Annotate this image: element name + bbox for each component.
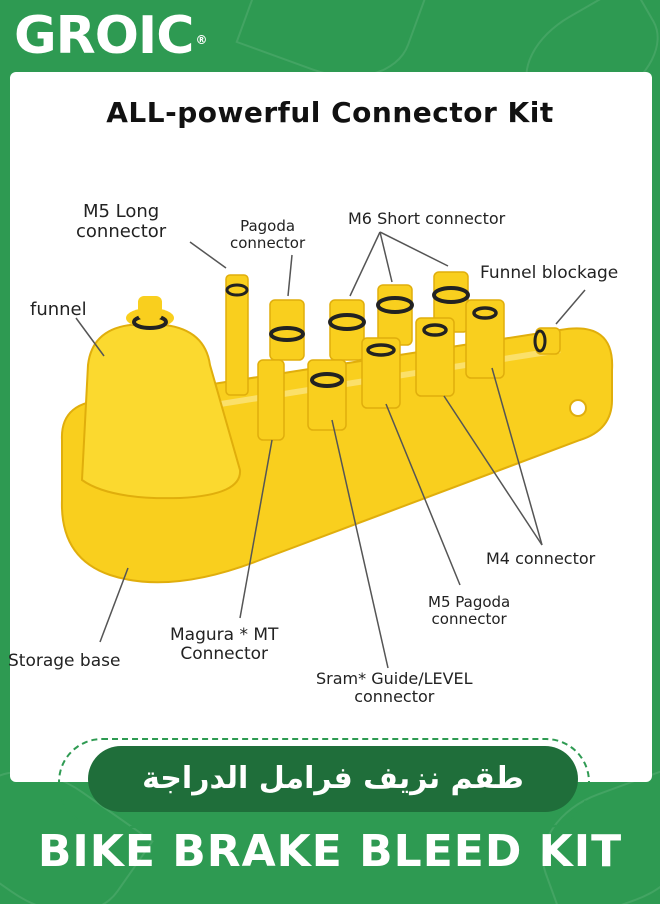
callout-lines — [75, 231, 586, 669]
banner-pill — [88, 746, 578, 812]
magura-connector — [257, 359, 285, 441]
m5-long-connector — [225, 274, 249, 396]
m4-connector — [465, 299, 505, 379]
banner-dashed-outline — [58, 738, 590, 828]
registered-mark: ® — [195, 33, 207, 47]
label-m4: M4 connector — [486, 549, 596, 568]
arabic-title: طقم نزيف فرامل الدراجة — [142, 761, 524, 796]
m6-short-connector — [377, 284, 413, 346]
footer-title: BIKE BRAKE BLEED KIT — [37, 826, 623, 877]
funnel-tip — [138, 296, 162, 320]
label-pagoda: Pagoda connector — [230, 217, 306, 252]
hanging-hole — [569, 399, 587, 417]
label-m6-short: M6 Short connector — [348, 209, 506, 228]
label-m5-long: M5 Long connector — [76, 201, 167, 242]
sram-connector — [307, 359, 347, 431]
brand-logo: GROIC® — [14, 6, 207, 66]
label-funnel: funnel — [30, 299, 87, 320]
brand-name: GROIC — [14, 6, 194, 66]
label-m5-pagoda: M5 Pagoda connector — [428, 593, 511, 628]
funnel-body — [80, 324, 242, 500]
panel-title: ALL-powerful Connector Kit — [106, 96, 554, 129]
m5-pagoda-connector — [361, 337, 401, 409]
label-funnel-blockage: Funnel blockage — [480, 263, 619, 283]
label-storage-base: Storage base — [8, 651, 121, 671]
m4-connector — [415, 317, 455, 397]
label-sram: Sram* Guide/LEVEL connector — [316, 669, 473, 706]
label-magura: Magura * MT Connector — [170, 625, 279, 664]
